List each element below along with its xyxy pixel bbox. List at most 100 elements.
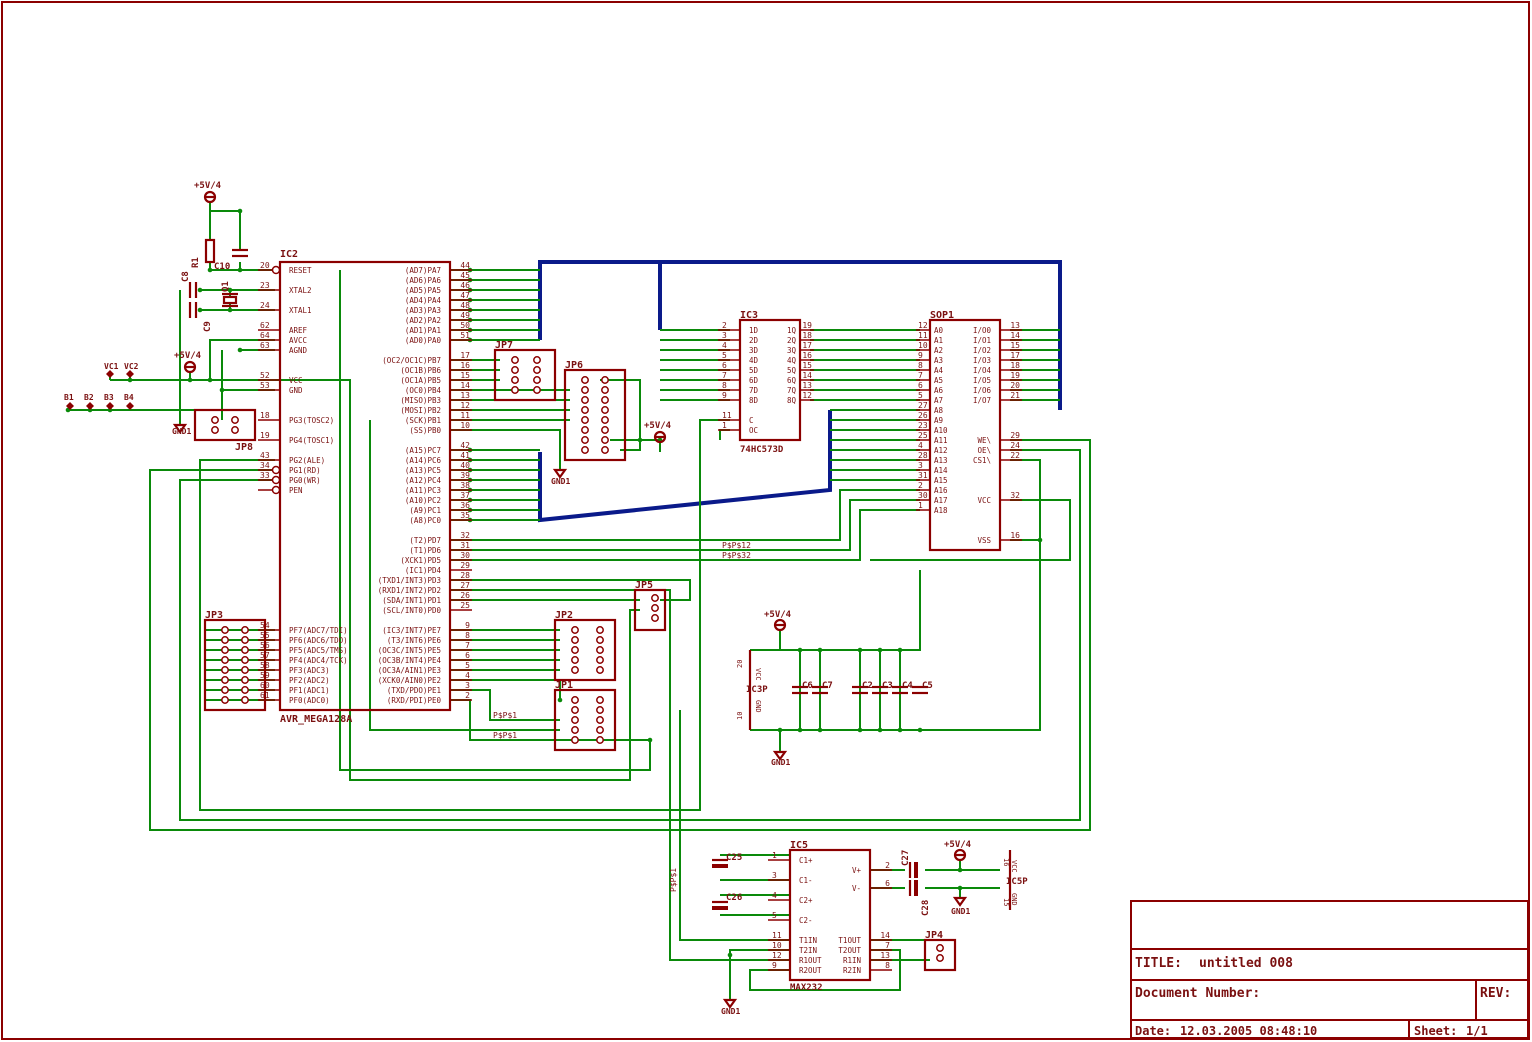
jp6-pin	[601, 426, 609, 434]
sop1-right-pin-label: OE\	[977, 446, 991, 455]
ic5-left-pin-num: 3	[772, 871, 777, 880]
jp1-pin	[571, 706, 579, 714]
sop1-right-pin-num: 15	[1010, 341, 1020, 350]
p5v-label-4: +5V/4	[764, 610, 792, 620]
ic2-right-pin-num: 51	[460, 331, 470, 340]
sop1-left-pin-num: 5	[918, 391, 923, 400]
jp3-header: JP3	[203, 610, 267, 712]
ic3-value: 74HC573D	[740, 445, 784, 455]
jp3-pin	[241, 696, 249, 704]
sop1-right-pin-label: WE\	[977, 436, 991, 445]
c27-capacitor	[908, 862, 918, 878]
ic3-left-pin-num: 8	[722, 381, 727, 390]
ic2-right-pin-num: 9	[465, 621, 470, 630]
ic2-left-pin-label: PG0(WR)	[289, 476, 321, 485]
ic2-right-pin-label: (T3/INT6)PE6	[387, 636, 442, 645]
jp4-header: JP4	[923, 930, 957, 972]
c3-label: C3	[882, 681, 893, 691]
c8-label: C8	[181, 271, 191, 282]
ic2-right-pin-num: 13	[460, 391, 470, 400]
jp6-pin	[581, 446, 589, 454]
ic2-left-pin-label: XTAL2	[289, 286, 312, 295]
ic5-left-pin-num: 9	[772, 961, 777, 970]
ic2-right-pin-label: (AD0)PA0	[405, 336, 442, 345]
ic2-right-pin-label: (TXD1/INT3)PD3	[378, 576, 441, 585]
p5v-supply-3: +5V/4	[644, 421, 672, 444]
jp3-pin	[241, 646, 249, 654]
jp6-pin	[581, 416, 589, 424]
ic5-right-pin-label: R2IN	[843, 966, 861, 975]
sop1-left-pin-num: 26	[918, 411, 928, 420]
jp2-label: JP2	[555, 610, 573, 621]
b4-supply: B4	[124, 393, 134, 410]
wire-junction	[637, 437, 643, 443]
ic2-right-pin-label: (OC0)PB4	[405, 386, 442, 395]
ic3-right-pin-label: 6Q	[787, 376, 797, 385]
ic2-left-pin-label: PG4(TOSC1)	[289, 436, 334, 445]
ic3-right-pin-num: 13	[802, 381, 812, 390]
date-value: 12.03.2005 08:48:10	[1180, 1024, 1317, 1038]
wire-junction	[797, 647, 803, 653]
ic2-right-pin-label: (OC3B/INT4)PE4	[378, 656, 442, 665]
ic2-right-pin-num: 49	[460, 311, 470, 320]
jp3-pin	[221, 646, 229, 654]
c25-capacitor	[712, 858, 728, 868]
sop1-right-pin-num: 16	[1010, 531, 1020, 540]
jp8-pin	[211, 426, 219, 434]
wire-junction	[957, 885, 963, 891]
ic2-right-pin-label: (OC3C/INT5)PE5	[378, 646, 441, 655]
ic2-right-pin-num: 39	[460, 471, 470, 480]
ic3-right-pin-num: 19	[802, 321, 812, 330]
ic2-left-pin-label: PG1(RD)	[289, 466, 321, 475]
ic3-left-pin-num: 2	[722, 321, 727, 330]
ic2-right-pin-num: 5	[465, 661, 470, 670]
jp8-label: JP8	[235, 442, 253, 453]
ic2-right-pin-num: 41	[460, 451, 470, 460]
wires	[68, 203, 1091, 1000]
ic2-left-pin-label: PF2(ADC2)	[289, 676, 330, 685]
ic3-left-pin-num: 4	[722, 341, 727, 350]
ic2-right-pin-label: (AD5)PA5	[405, 286, 441, 295]
jp6-pin	[581, 426, 589, 434]
jp6-pin	[601, 406, 609, 414]
jp3-pin	[241, 686, 249, 694]
vc1-label: VC1	[104, 362, 119, 371]
sop1-left-pin-num: 23	[918, 421, 928, 430]
wire-junction	[727, 952, 733, 958]
jp6-pin	[581, 386, 589, 394]
ic2-left-pin-num: 63	[260, 341, 270, 350]
ic2-left-pin-label: AGND	[289, 346, 308, 355]
ic3-right-pin-label: 3Q	[787, 346, 797, 355]
b3-label: B3	[104, 393, 114, 402]
gnd-symbol-1: GND1	[172, 423, 191, 436]
sop1-left-pin-num: 28	[918, 451, 928, 460]
ic2-right-pin-num: 28	[460, 571, 470, 580]
ic2-right-pin-num: 16	[460, 361, 470, 370]
ic3-latch: IC3 74HC573D 21D32D43D54D65D76D87D98D11C…	[718, 310, 814, 455]
jp7-pin	[511, 366, 519, 374]
wire-junction	[957, 867, 963, 873]
ic2-right-pin-label: (AD4)PA4	[405, 296, 442, 305]
ic2-right-pin-num: 35	[460, 511, 470, 520]
jp2-pin	[596, 666, 604, 674]
ic5p-power: IC5P VCC GND 16 15	[1002, 850, 1028, 910]
ic5p-pin-gnd: 15	[1002, 898, 1010, 906]
jp8-pin	[231, 426, 239, 434]
sop1-left-pin-num: 3	[918, 461, 923, 470]
q1-label: Q1	[221, 281, 231, 292]
sop1-right-pin-num: 24	[1010, 441, 1020, 450]
ic2-right-pin-label: (MISO)PB3	[400, 396, 441, 405]
ic3-right-pin-num: 12	[802, 391, 812, 400]
sop1-left-pin-label: A6	[934, 386, 944, 395]
r1-label: R1	[191, 257, 201, 268]
ic2-left-pin-label: RESET	[289, 266, 312, 275]
c26-capacitor	[712, 900, 728, 910]
ic2-left-pin-num: 43	[260, 451, 270, 460]
ic2-right-pin-label: (AD7)PA7	[405, 266, 441, 275]
jp1-pin	[571, 726, 579, 734]
jp6-pin	[601, 436, 609, 444]
c27-label: C27	[901, 850, 911, 866]
ic3-left-pin-label: 7D	[749, 386, 759, 395]
ic5p-pin-vcc: 16	[1002, 858, 1010, 866]
